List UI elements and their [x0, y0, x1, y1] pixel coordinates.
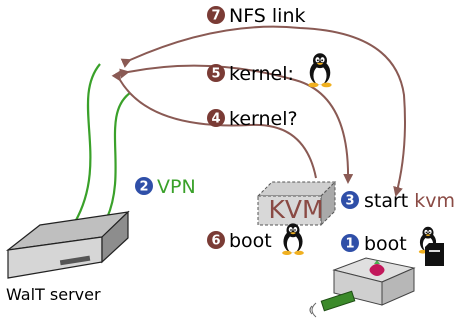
step-label-start-kvm: start kvm [364, 190, 455, 212]
vpn-line-right [105, 92, 131, 219]
sd-card-icon [425, 243, 444, 266]
step-label-vpn: VPN [157, 176, 196, 198]
server-label: WalT server [6, 285, 101, 304]
step-label-nfs-link: NFS link [229, 5, 306, 27]
step-number-1: 1 [345, 237, 354, 252]
step-badge-1 [341, 234, 359, 252]
step-label-boot-kvm: boot [229, 230, 272, 252]
step-badge-7 [207, 6, 225, 24]
tux-icon [308, 53, 332, 88]
step-badge-2 [135, 177, 153, 195]
step-badge-4 [207, 109, 225, 127]
step-label-boot-node: boot [364, 233, 407, 255]
step-number-6: 6 [211, 234, 220, 249]
step-number-7: 7 [211, 9, 220, 24]
kvm-label: KVM [268, 195, 323, 224]
kvm-box: KVM [256, 180, 337, 227]
step-label-kernel-query: kernel? [229, 108, 298, 130]
arrow-nfs-link [120, 25, 406, 197]
arrow-kernel-request [111, 70, 317, 179]
step-badge-5 [207, 64, 225, 82]
step-label-kvm-accent: kvm [414, 190, 455, 212]
step-label-start: start [364, 190, 414, 212]
step-number-5: 5 [211, 67, 220, 82]
step-number-3: 3 [345, 194, 354, 209]
step-badge-6 [207, 231, 225, 249]
server-icon [5, 210, 130, 279]
step-label-kernel-answer: kernel: [229, 63, 294, 85]
step-number-2: 2 [139, 180, 148, 195]
step-number-4: 4 [211, 112, 220, 127]
step-badge-3 [341, 191, 359, 209]
vpn-line-left [74, 63, 101, 223]
raspberry-pi-node-icon [309, 257, 416, 318]
arrow-kernel-reply [119, 64, 354, 184]
tux-icon [282, 223, 304, 256]
